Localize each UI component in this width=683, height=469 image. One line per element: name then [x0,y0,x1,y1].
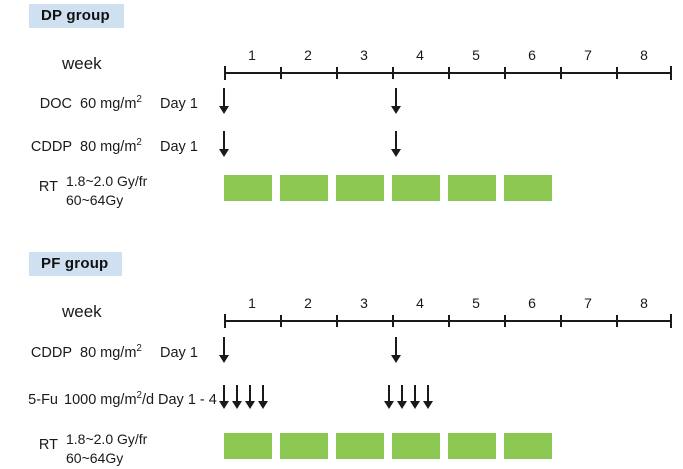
week-number-8: 8 [640,47,648,63]
pf-rt-name: RT [38,437,58,453]
pf-group-panel: PF group week 1 2 3 4 5 6 7 8 CDDP 80 mg… [0,248,683,469]
pf-cddp-name: CDDP [30,345,72,361]
pf-rt-bar-week1 [224,433,272,459]
pf-rt-bar-week4 [392,433,440,459]
pf-5fu-arrow-w4-d1 [384,385,395,409]
week-number-7: 7 [584,47,592,63]
dose-superscript: 2 [136,94,142,106]
axis-tick-2 [336,315,338,327]
dp-cddp-arrow-week4 [391,131,402,157]
axis-tick-0 [224,66,226,80]
week-number-7: 7 [584,295,592,311]
dose-superscript: 2 [136,343,142,355]
week-number-5: 5 [472,295,480,311]
week-number-4: 4 [416,295,424,311]
week-number-2: 2 [304,47,312,63]
dp-doc-arrow-week1 [219,88,230,114]
axis-tick-2 [336,67,338,79]
pf-5fu-arrow-w1-d4 [258,385,269,409]
pf-5fu-arrow-w1-d2 [232,385,243,409]
axis-tick-5 [504,67,506,79]
pf-week-axis: 1 2 3 4 5 6 7 8 [224,295,672,328]
dp-rt-bar-week5 [448,175,496,201]
dp-week-axis: 1 2 3 4 5 6 7 8 [224,47,672,80]
pf-rt-dose: 1.8~2.0 Gy/fr 60~64Gy [66,430,147,468]
week-number-1: 1 [248,295,256,311]
pf-rt-dose-line1: 1.8~2.0 Gy/fr [66,431,148,447]
dp-group-panel: DP group week 1 2 3 4 5 6 7 8 DOC 60 mg/… [29,4,672,210]
axis-tick-3 [392,67,394,79]
dp-cddp-name: CDDP [30,139,72,155]
pf-cddp-dose: 80 mg/m2 [80,343,142,361]
dp-rt-bar-week4 [392,175,440,201]
dp-cddp-arrow-week1 [219,131,230,157]
dp-rt-dose: 1.8~2.0 Gy/fr 60~64Gy [66,172,147,210]
week-number-2: 2 [304,295,312,311]
axis-tick-6 [560,315,562,327]
pf-5fu-arrow-w4-d4 [423,385,434,409]
axis-tick-8 [670,314,672,328]
axis-tick-1 [280,315,282,327]
week-number-8: 8 [640,295,648,311]
week-number-6: 6 [528,295,536,311]
dp-cddp-dose: 80 mg/m2 [80,137,142,155]
pf-rt-bar-week2 [280,433,328,459]
pf-5fu-day: Day 1 - 4 [158,392,217,408]
pf-5fu-arrow-w4-d3 [410,385,421,409]
dp-doc-arrow-week4 [391,88,402,114]
axis-tick-7 [616,67,618,79]
dp-rt-name: RT [38,179,58,195]
axis-tick-8 [670,66,672,80]
dp-doc-day: Day 1 [160,96,198,112]
dp-doc-dose: 60 mg/m2 [80,94,142,112]
axis-tick-7 [616,315,618,327]
axis-tick-3 [392,315,394,327]
dp-rt-bar-week3 [336,175,384,201]
axis-tick-4 [448,315,450,327]
pf-rt-dose-line2: 60~64Gy [66,450,124,466]
dp-rt-dose-line1: 1.8~2.0 Gy/fr [66,173,148,189]
axis-tick-4 [448,67,450,79]
pf-5fu-arrow-w1-d3 [245,385,256,409]
pf-rt-bar-week6 [504,433,552,459]
pf-rt-bar-week3 [336,433,384,459]
axis-tick-5 [504,315,506,327]
pf-cddp-arrow-week1 [219,337,230,363]
axis-tick-0 [224,314,226,328]
dp-cddp-day: Day 1 [160,139,198,155]
pf-5fu-arrow-w1-d1 [219,385,230,409]
pf-cddp-day: Day 1 [160,345,198,361]
week-number-4: 4 [416,47,424,63]
week-number-1: 1 [248,47,256,63]
dose-superscript: 2 [136,390,143,402]
pf-5fu-arrow-w4-d2 [397,385,408,409]
week-number-6: 6 [528,47,536,63]
pf-group-badge: PF group [29,252,123,277]
week-number-3: 3 [360,47,368,63]
dp-rt-bar-week6 [504,175,552,201]
dp-rt-bar-week2 [280,175,328,201]
dp-week-label: week [62,54,102,73]
dp-rt-bar-week1 [224,175,272,201]
dose-superscript: 2 [136,137,142,149]
pf-week-label: week [62,302,102,321]
dp-rt-dose-line2: 60~64Gy [66,192,124,208]
pf-5fu-name: 5-Fu [28,392,58,408]
axis-tick-6 [560,67,562,79]
pf-rt-bar-week5 [448,433,496,459]
dp-doc-name: DOC [39,96,72,112]
axis-tick-1 [280,67,282,79]
dp-group-badge: DP group [29,4,124,29]
week-number-3: 3 [360,295,368,311]
week-number-5: 5 [472,47,480,63]
pf-cddp-arrow-week4 [391,337,402,363]
pf-5fu-dose: 1000 mg/m2/d [64,390,155,408]
